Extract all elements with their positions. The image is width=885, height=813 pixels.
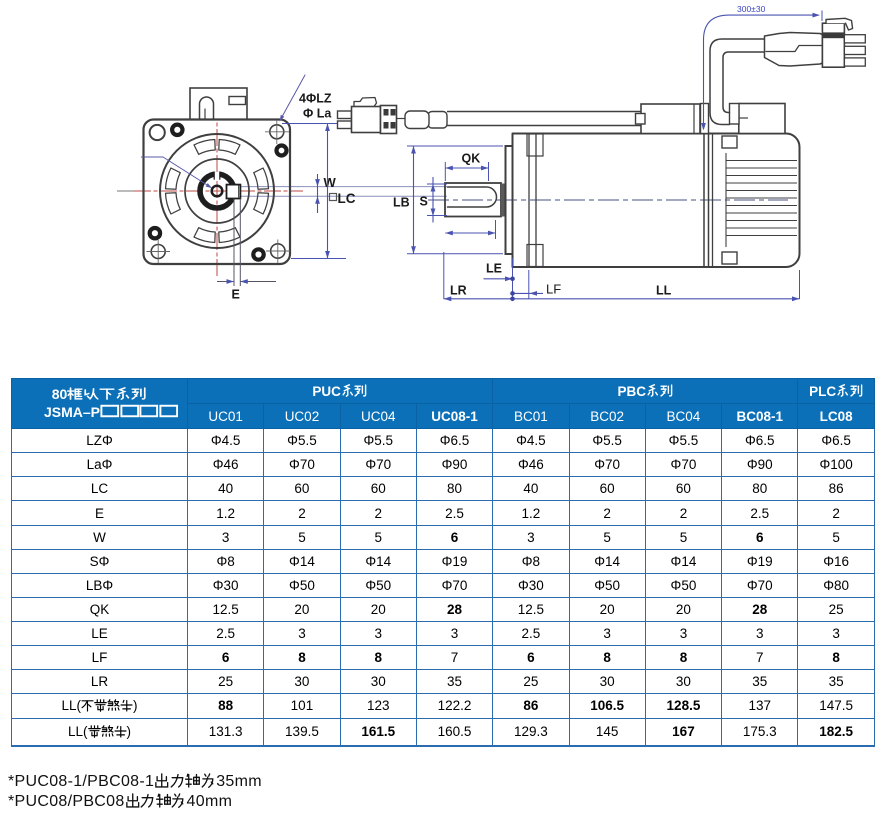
- svg-text:LL: LL: [656, 284, 672, 298]
- svg-text:LF: LF: [546, 282, 561, 297]
- svg-text:LB: LB: [393, 196, 410, 210]
- svg-text:LR: LR: [450, 284, 467, 298]
- svg-text:300±30: 300±30: [737, 4, 766, 14]
- svg-text:W: W: [324, 175, 337, 190]
- svg-text:QK: QK: [462, 152, 481, 166]
- svg-text:LE: LE: [486, 262, 502, 276]
- svg-text:S: S: [420, 195, 428, 209]
- svg-text:LC: LC: [338, 191, 356, 206]
- svg-text:E: E: [232, 288, 240, 302]
- svg-text:Φ La: Φ La: [303, 107, 332, 121]
- svg-text:4ΦLZ: 4ΦLZ: [299, 92, 332, 106]
